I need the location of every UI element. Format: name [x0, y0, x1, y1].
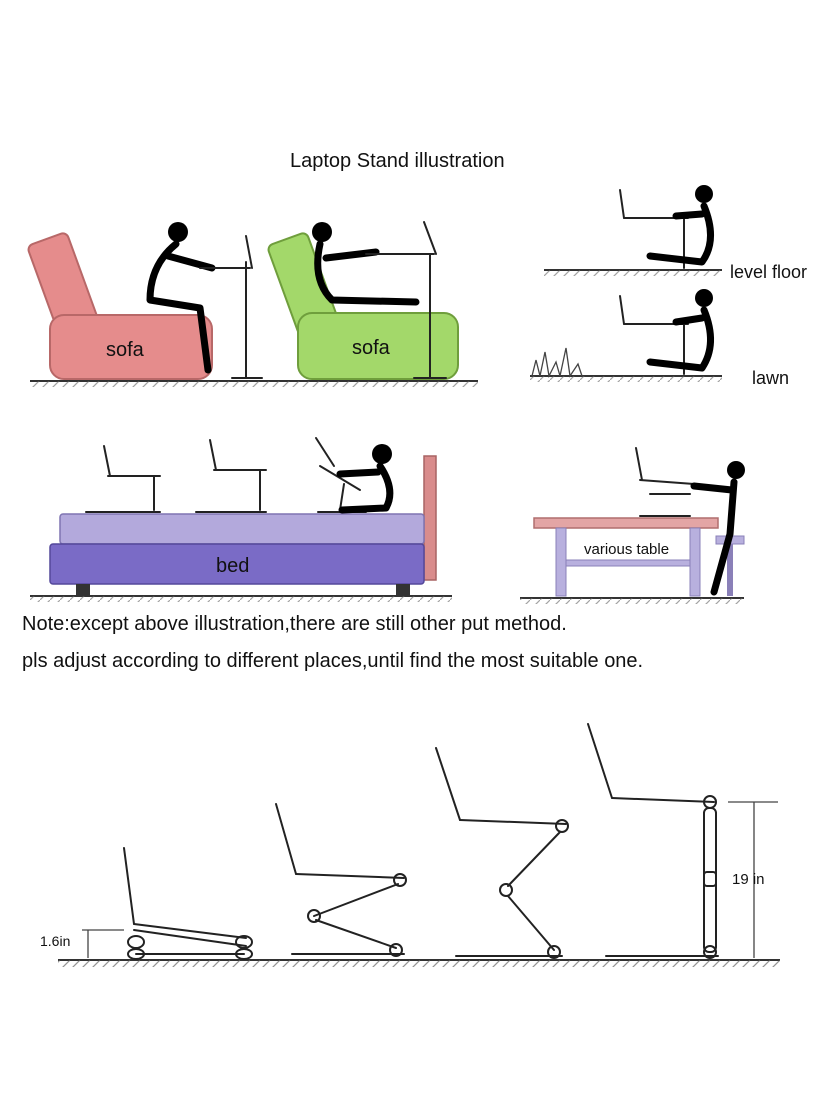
height-progression: 1.6in — [40, 723, 780, 967]
table-scene: various table — [520, 447, 745, 604]
sofa-left-seat — [49, 314, 213, 380]
lawn-label: lawn — [752, 368, 789, 388]
level-floor-scene: level floor — [544, 185, 807, 282]
note-line-1: Note:except above illustration,there are… — [22, 613, 567, 635]
bed-scene: bed — [30, 437, 452, 602]
diagram-title: Laptop Stand illustration — [290, 150, 505, 172]
sofa-right-label: sofa — [352, 337, 391, 359]
stand-highest — [587, 723, 719, 959]
bed-label: bed — [216, 555, 249, 577]
sofa-left-scene: sofa — [27, 222, 478, 387]
bed-headboard — [423, 455, 437, 581]
bed-base — [49, 543, 425, 585]
height-min-label: 1.6in — [40, 933, 70, 949]
level-floor-label: level floor — [730, 262, 807, 282]
table-label: various table — [584, 541, 669, 558]
table-top — [533, 517, 719, 529]
note-line-2: pls adjust according to different places… — [22, 650, 643, 672]
stand-low-mid — [275, 803, 407, 957]
stand-lowest — [123, 847, 253, 960]
stand-high-mid — [435, 747, 569, 959]
sofa-right-scene: sofa — [267, 221, 459, 380]
bed-mattress — [59, 513, 425, 545]
height-max-label: 19 in — [732, 871, 765, 888]
lawn-scene: lawn — [530, 289, 789, 388]
sofa-left-label: sofa — [106, 339, 145, 361]
sofa-right-seat — [297, 312, 459, 380]
